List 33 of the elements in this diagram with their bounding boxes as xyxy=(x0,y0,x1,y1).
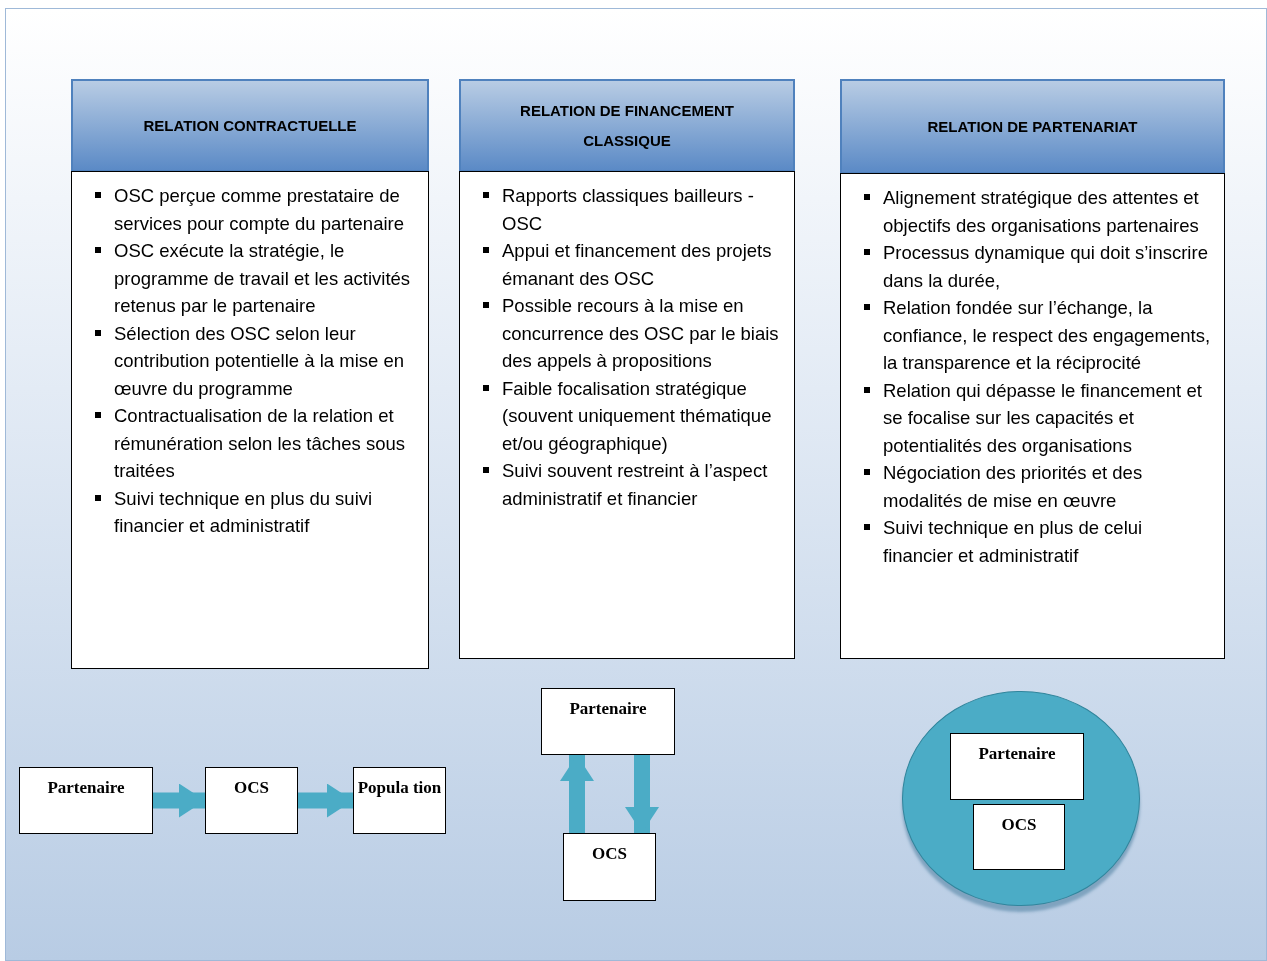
column-header: RELATION CONTRACTUELLE xyxy=(71,79,429,172)
column-header: RELATION DE PARTENARIAT xyxy=(840,79,1225,174)
label-box: Partenaire xyxy=(541,688,675,755)
bullet-item: Alignement stratégique des attentes et objectifs des organisations partenaires xyxy=(883,186,1200,238)
bullet-item: Processus dynamique qui doit s’inscrire dans la durée, xyxy=(883,241,1209,293)
bullet-item: Suivi technique en plus de celui financier et administratif xyxy=(883,516,1144,568)
bullet-item: Suivi souvent restreint à l’aspect administratif et financier xyxy=(502,459,769,511)
label-box: Partenaire xyxy=(19,767,153,834)
block-arrow xyxy=(298,783,353,818)
bullet-item: Appui et financement des projets émanant des OSC xyxy=(502,239,773,291)
block-arrow xyxy=(560,755,594,833)
label-box: OCS xyxy=(563,833,656,901)
bullet-item: Négociation des priorités et des modalités de mise en œuvre xyxy=(883,461,1144,513)
bullet-list-box xyxy=(840,173,1225,659)
label-box: OCS xyxy=(205,767,298,834)
bullet-item: Sélection des OSC selon leur contribution potentielle à la mise en œuvre du programme xyxy=(114,321,405,401)
bullet-item: Relation qui dépasse le financement et se focalise sur les capacités et potentialités des organisations xyxy=(883,378,1203,458)
bullet-item: Relation fondée sur l’échange, la confiance, le respect des engagements, la transparence et la réciprocité xyxy=(883,296,1212,375)
bullet-item: OSC perçue comme prestataire de services pour compte du partenaire xyxy=(114,184,405,236)
block-arrow xyxy=(625,755,659,833)
label-box: Partenaire xyxy=(950,733,1084,800)
bullet-list-box xyxy=(71,171,429,669)
label-box: Popula tion xyxy=(353,767,446,834)
column-header: RELATION DE FINANCEMENT CLASSIQUE xyxy=(459,79,795,172)
label-box: OCS xyxy=(973,804,1065,870)
bullet-item: OSC exécute la stratégie, le programme de travail et les activités retenus par le partenaire xyxy=(114,239,412,318)
bullet-list-box xyxy=(459,171,795,659)
block-arrow xyxy=(153,783,205,818)
bullet-item: Possible recours à la mise en concurrence des OSC par le biais des appels à propositions xyxy=(502,294,780,373)
bullet-item: Rapports classiques bailleurs - OSC xyxy=(502,184,755,236)
bullet-item: Contractualisation de la relation et rémunération selon les tâches sous traitées xyxy=(114,404,407,483)
bullet-item: Suivi technique en plus du suivi financier et administratif xyxy=(114,486,374,538)
bullet-item: Faible focalisation stratégique (souvent uniquement thématique et/ou géographique) xyxy=(502,376,773,456)
